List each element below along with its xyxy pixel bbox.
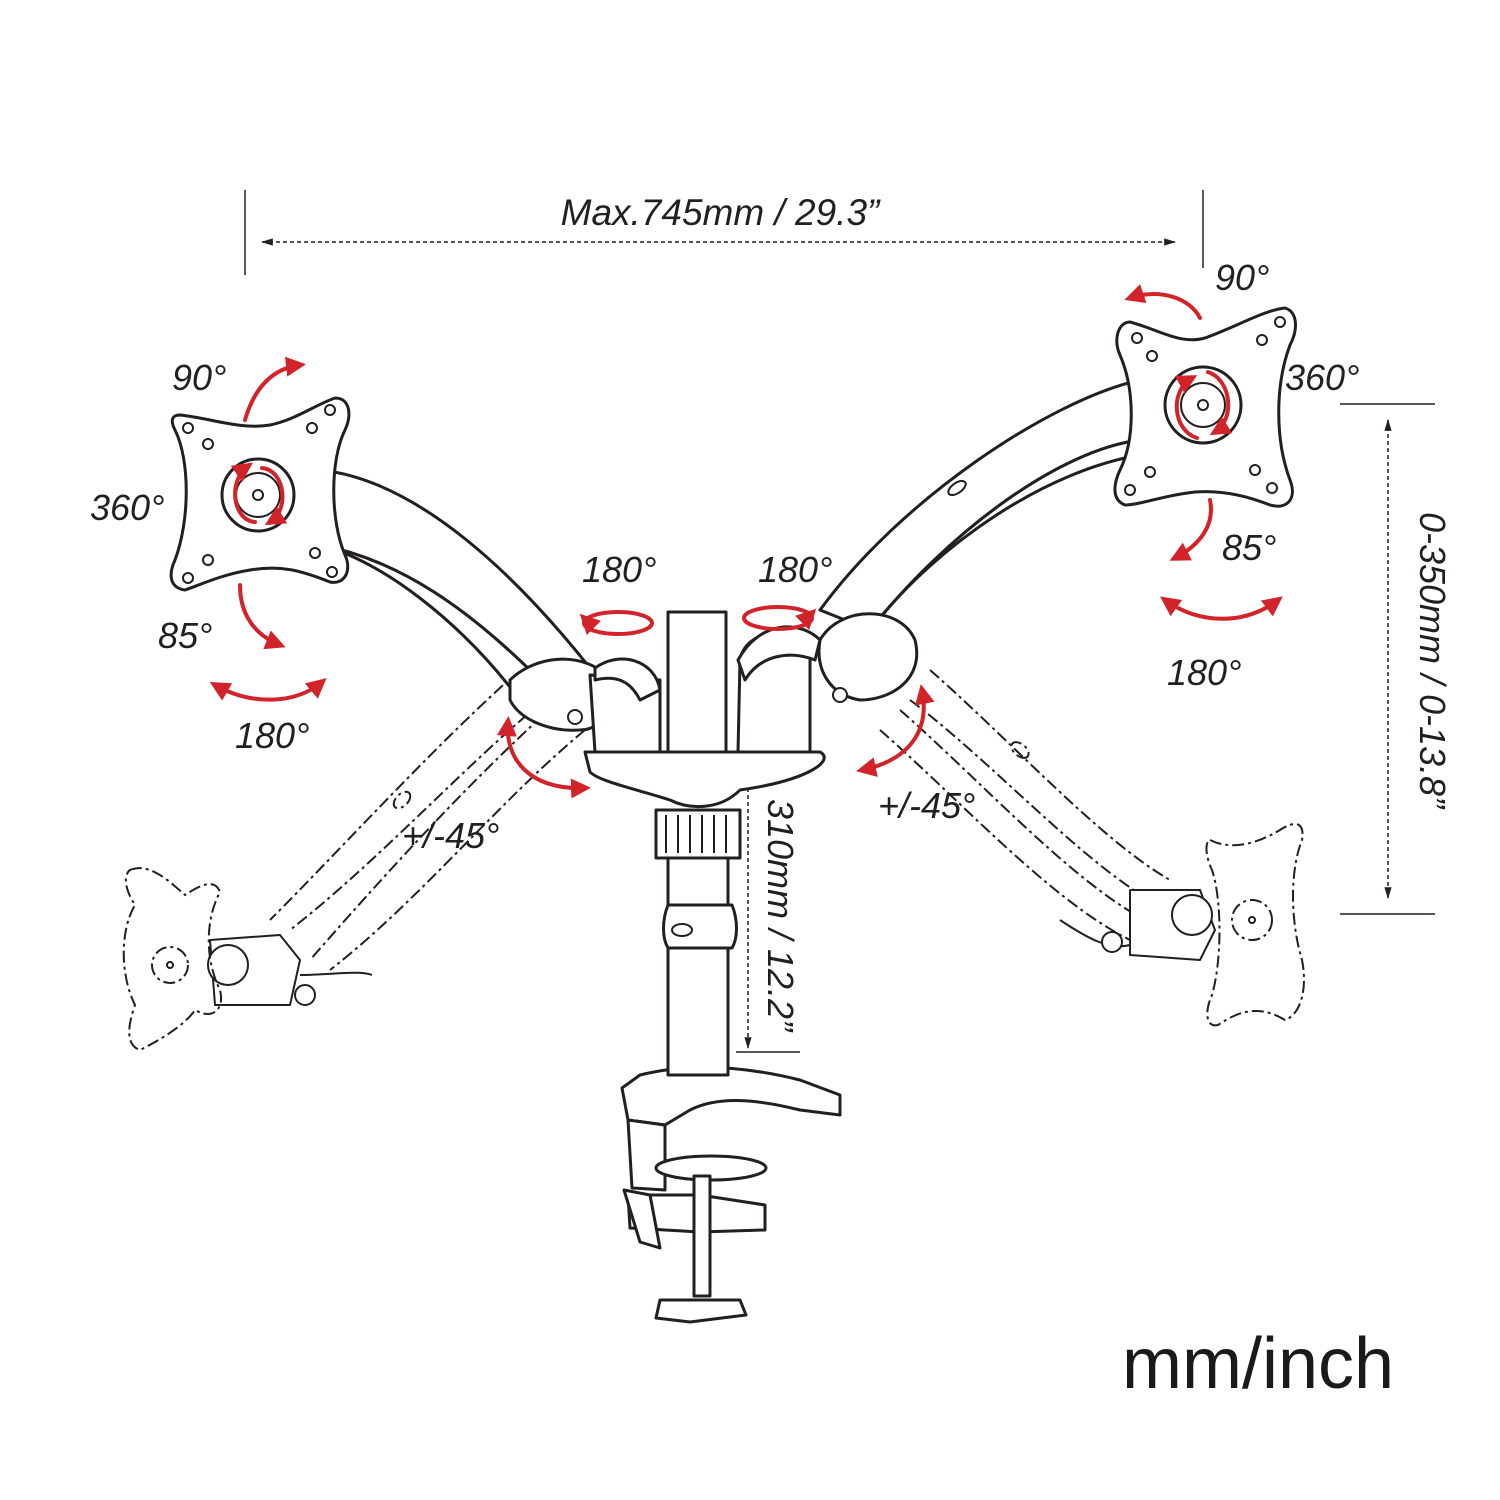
desk-clamp — [620, 1065, 842, 1324]
left-vesa-plate — [169, 396, 351, 592]
height-dimension-lines — [1340, 403, 1435, 915]
right-rotation-label: 360° — [1285, 357, 1359, 398]
right-plate-rotation-arrows — [1124, 284, 1283, 621]
pole-dimension-lines — [736, 760, 800, 1053]
support-pole — [583, 610, 826, 1077]
left-arm — [318, 468, 662, 754]
right-arm — [736, 378, 1142, 754]
left-arm-tilt-label: +/-45° — [402, 815, 499, 856]
left-swivel-label: 180° — [235, 715, 309, 756]
max-width-label: Max.745mm / 29.3” — [561, 192, 881, 233]
right-lowered-plate — [1205, 823, 1306, 1027]
right-lowered-arm — [879, 669, 1216, 961]
height-range-label: 0-350mm / 0-13.8” — [1412, 512, 1453, 810]
pole-height-label: 310mm / 12.2” — [760, 799, 801, 1033]
right-arm-tilt-label: +/-45° — [878, 785, 975, 826]
right-swivel-label: 180° — [1167, 652, 1241, 693]
right-arm-swivel-label: 180° — [758, 549, 832, 590]
base-swivel-arrows — [496, 605, 935, 799]
width-dimension-lines — [244, 190, 1204, 275]
right-tilt-down-label: 85° — [1222, 527, 1276, 568]
left-plate-rotation-arrows — [209, 356, 327, 702]
left-tilt-down-label: 85° — [158, 615, 212, 656]
right-tilt-up-label: 90° — [1215, 257, 1269, 298]
left-rotation-label: 360° — [90, 487, 164, 528]
left-tilt-up-label: 90° — [172, 357, 226, 398]
left-arm-swivel-label: 180° — [582, 549, 656, 590]
left-lowered-arm — [207, 669, 586, 1006]
right-vesa-plate — [1113, 306, 1297, 508]
units-label: mm/inch — [1122, 1324, 1394, 1404]
left-lowered-plate — [122, 867, 223, 1052]
